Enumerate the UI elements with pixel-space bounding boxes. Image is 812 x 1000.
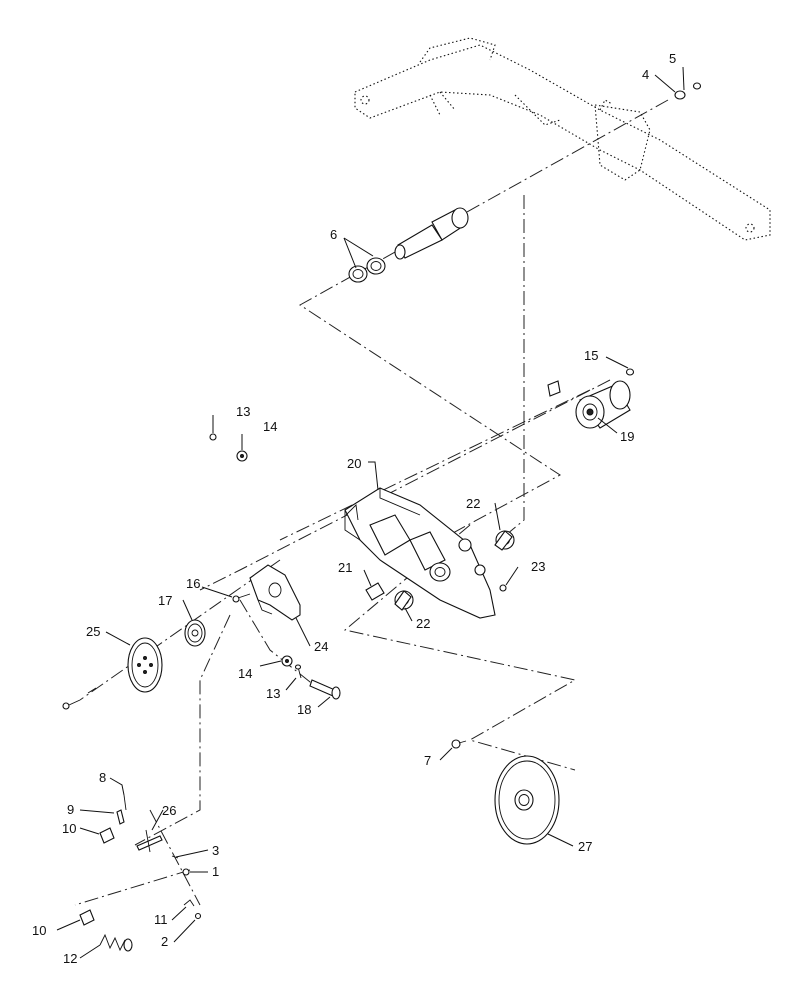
part-6-rings — [348, 257, 386, 283]
callout-13-upper: 13 — [236, 404, 250, 419]
leader-lines — [56, 66, 685, 959]
callout-15: 15 — [584, 348, 598, 363]
callout-4: 4 — [642, 67, 649, 82]
callout-13-lower: 13 — [266, 686, 280, 701]
callout-21: 21 — [338, 560, 352, 575]
part-20-housing — [344, 487, 496, 619]
part-23-screw — [499, 584, 507, 592]
part-17-sprocket — [184, 619, 206, 647]
callout-12: 12 — [63, 951, 77, 966]
part-19-motor — [547, 380, 631, 429]
part-12-spring — [99, 933, 133, 952]
callout-7: 7 — [424, 753, 431, 768]
part-1-nut — [182, 868, 190, 876]
part-10-bushing-upper — [99, 827, 115, 844]
part-9-pin — [116, 809, 125, 825]
frame-assembly — [354, 37, 771, 241]
part-18-pin — [309, 679, 341, 700]
callout-11: 11 — [154, 912, 168, 927]
part-13-pin-lower — [294, 664, 302, 679]
part-27-sprocket — [494, 755, 560, 845]
callout-27: 27 — [578, 839, 592, 854]
sprocket-bolt — [62, 687, 97, 710]
callout-14-upper: 14 — [263, 419, 277, 434]
part-3-pin — [171, 855, 179, 859]
part-14-washer-upper — [236, 450, 248, 462]
part-5-bolt — [692, 82, 702, 90]
callout-25: 25 — [86, 624, 100, 639]
callout-17: 17 — [158, 593, 172, 608]
shaft-tube — [394, 207, 469, 260]
callout-2: 2 — [161, 934, 168, 949]
callout-1: 1 — [212, 864, 219, 879]
part-2-nut — [194, 912, 202, 920]
part-13-screw-upper — [209, 433, 217, 441]
part-11-clip — [183, 899, 195, 907]
part-22-bearing-upper — [494, 530, 515, 551]
callout-20: 20 — [347, 456, 361, 471]
part-15-screw — [625, 368, 635, 376]
part-26-shaft — [136, 829, 163, 853]
callout-22-lower: 22 — [416, 616, 430, 631]
callout-19: 19 — [620, 429, 634, 444]
part-22-bearing-lower — [394, 590, 414, 611]
callout-23: 23 — [531, 559, 545, 574]
assembly-centerlines — [74, 99, 669, 906]
part-7-bolt — [451, 739, 467, 749]
part-4-washer — [674, 90, 686, 100]
part-21-block — [365, 582, 385, 601]
part-14-washer-lower — [281, 655, 293, 667]
callout-18: 18 — [297, 702, 311, 717]
callout-3: 3 — [212, 843, 219, 858]
callout-8: 8 — [99, 770, 106, 785]
callout-22-upper: 22 — [466, 496, 480, 511]
callout-labels: 5 4 6 15 19 13 14 20 22 21 23 16 17 22 2… — [32, 51, 676, 966]
callout-10-upper: 10 — [62, 821, 76, 836]
callout-6: 6 — [330, 227, 337, 242]
part-8-pin — [123, 794, 127, 811]
part-10-bushing-lower — [79, 909, 95, 926]
callout-16: 16 — [186, 576, 200, 591]
part-25-sprocket — [127, 637, 163, 693]
part-24-plate — [249, 564, 301, 621]
callout-5: 5 — [669, 51, 676, 66]
callout-10-lower: 10 — [32, 923, 46, 938]
callout-26: 26 — [162, 803, 176, 818]
part-16-bolt — [232, 593, 251, 603]
callout-24: 24 — [314, 639, 328, 654]
callout-14-lower: 14 — [238, 666, 252, 681]
callout-9: 9 — [67, 802, 74, 817]
